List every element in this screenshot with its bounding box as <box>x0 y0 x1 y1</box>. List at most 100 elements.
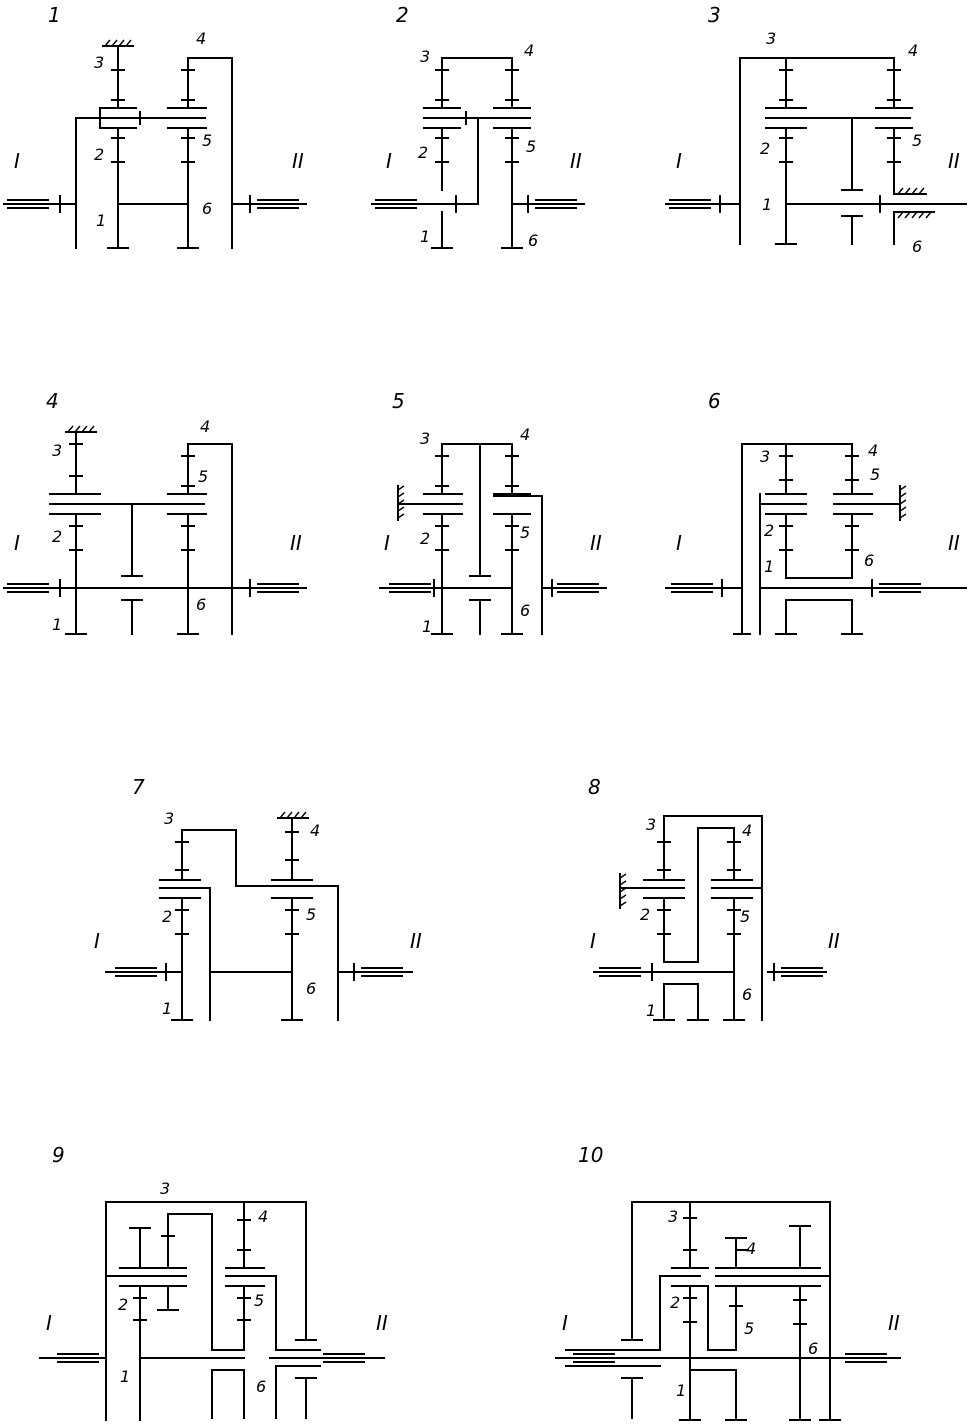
shaft-out-label: II <box>292 149 304 173</box>
gear-label-3: 3 <box>52 441 62 460</box>
gear-label-6: 6 <box>202 199 212 218</box>
shaft-out-label: II <box>888 1311 900 1335</box>
gear-label-1: 1 <box>120 1367 130 1386</box>
scheme-number: 6 <box>708 389 721 413</box>
shaft-out-label: II <box>590 531 602 555</box>
gear-label-6: 6 <box>864 551 874 570</box>
gear-label-3: 3 <box>760 447 770 466</box>
gear-label-3: 3 <box>160 1179 170 1198</box>
gear-label-6: 6 <box>528 231 538 250</box>
gear-label-4: 4 <box>908 41 918 60</box>
gear-label-4: 4 <box>200 417 210 436</box>
scheme-number: 10 <box>578 1143 603 1167</box>
gear-label-4: 4 <box>310 821 320 840</box>
gear-label-2: 2 <box>118 1295 128 1314</box>
gear-label-2: 2 <box>418 143 428 162</box>
gear-label-2: 2 <box>52 527 62 546</box>
shaft-out-label: II <box>410 929 422 953</box>
gear-label-3: 3 <box>420 429 430 448</box>
gear-label-6: 6 <box>520 601 530 620</box>
gear-label-4: 4 <box>520 425 530 444</box>
gear-label-1: 1 <box>96 211 106 230</box>
scheme-number: 8 <box>588 775 601 799</box>
gear-label-3: 3 <box>646 815 656 834</box>
gear-label-5: 5 <box>520 523 530 542</box>
scheme-number: 3 <box>708 3 721 27</box>
shaft-in-label: I <box>676 149 682 173</box>
gear-label-6: 6 <box>912 237 922 256</box>
gear-label-4: 4 <box>742 821 752 840</box>
scheme-7: 7 I II 3 4 2 <box>94 775 422 1021</box>
gear-label-4: 4 <box>524 41 534 60</box>
gear-label-1: 1 <box>162 999 172 1018</box>
shaft-in-label: I <box>94 929 100 953</box>
shaft-in-label: I <box>676 531 682 555</box>
scheme-6: 6 I II 3 <box>665 389 967 635</box>
gear-label-4: 4 <box>746 1239 756 1258</box>
shaft-in-label: I <box>14 531 20 555</box>
scheme-5: 5 I II 3 4 <box>379 389 607 636</box>
scheme-number: 5 <box>392 389 405 413</box>
gear-label-4: 4 <box>868 441 878 460</box>
shaft-in-label: I <box>46 1311 52 1335</box>
shaft-out-label: II <box>570 149 582 173</box>
shaft-in-label: I <box>386 149 392 173</box>
scheme-2: 2 I II 3 4 2 5 1 6 <box>371 3 585 250</box>
scheme-10: 10 I II <box>555 1143 901 1421</box>
gear-label-6: 6 <box>742 985 752 1004</box>
gear-label-3: 3 <box>94 53 104 72</box>
shaft-in-label: I <box>384 531 390 555</box>
gear-label-3: 3 <box>766 29 776 48</box>
gear-label-1: 1 <box>420 227 430 246</box>
scheme-number: 1 <box>48 3 61 27</box>
gear-label-1: 1 <box>676 1381 686 1400</box>
shaft-out-label: II <box>948 149 960 173</box>
gear-label-3: 3 <box>668 1207 678 1226</box>
gear-label-1: 1 <box>52 615 62 634</box>
shaft-in-label: I <box>562 1311 568 1335</box>
scheme-number: 2 <box>396 3 409 27</box>
scheme-9: 9 I II <box>39 1143 388 1421</box>
gear-label-3: 3 <box>164 809 174 828</box>
gear-label-4: 4 <box>196 29 206 48</box>
scheme-number: 7 <box>132 775 145 799</box>
gear-label-3: 3 <box>420 47 430 66</box>
gear-label-2: 2 <box>764 521 774 540</box>
gear-label-1: 1 <box>422 617 432 636</box>
gear-label-4: 4 <box>258 1207 268 1226</box>
gear-label-5: 5 <box>198 467 208 486</box>
scheme-4: 4 I II 3 4 2 5 <box>3 389 307 635</box>
scheme-1: 1 I II <box>3 3 307 249</box>
gear-label-5: 5 <box>526 137 536 156</box>
gear-label-2: 2 <box>162 907 172 926</box>
gear-label-6: 6 <box>256 1377 266 1396</box>
shaft-out-label: II <box>948 531 960 555</box>
gear-label-5: 5 <box>744 1319 754 1338</box>
scheme-number: 4 <box>46 389 59 413</box>
gear-label-5: 5 <box>912 131 922 150</box>
shaft-in-label: I <box>590 929 596 953</box>
gear-label-5: 5 <box>306 905 316 924</box>
scheme-number: 9 <box>52 1143 65 1167</box>
scheme-3: 3 I II 3 <box>665 3 967 256</box>
gear-label-6: 6 <box>306 979 316 998</box>
shaft-out-label: II <box>290 531 302 555</box>
gear-label-1: 1 <box>762 195 772 214</box>
gear-label-2: 2 <box>670 1293 680 1312</box>
gear-label-6: 6 <box>196 595 206 614</box>
shaft-out-label: II <box>376 1311 388 1335</box>
gear-label-2: 2 <box>760 139 770 158</box>
gear-label-5: 5 <box>254 1291 264 1310</box>
gear-label-1: 1 <box>764 557 774 576</box>
gear-label-2: 2 <box>420 529 430 548</box>
gear-label-6: 6 <box>808 1339 818 1358</box>
gear-label-1: 1 <box>646 1001 656 1020</box>
gear-label-2: 2 <box>94 145 104 164</box>
shaft-out-label: II <box>828 929 840 953</box>
shaft-in-label: I <box>14 149 20 173</box>
gear-label-2: 2 <box>640 905 650 924</box>
scheme-8: 8 I II <box>588 775 840 1021</box>
gear-label-5: 5 <box>740 907 750 926</box>
gear-label-5: 5 <box>202 131 212 150</box>
